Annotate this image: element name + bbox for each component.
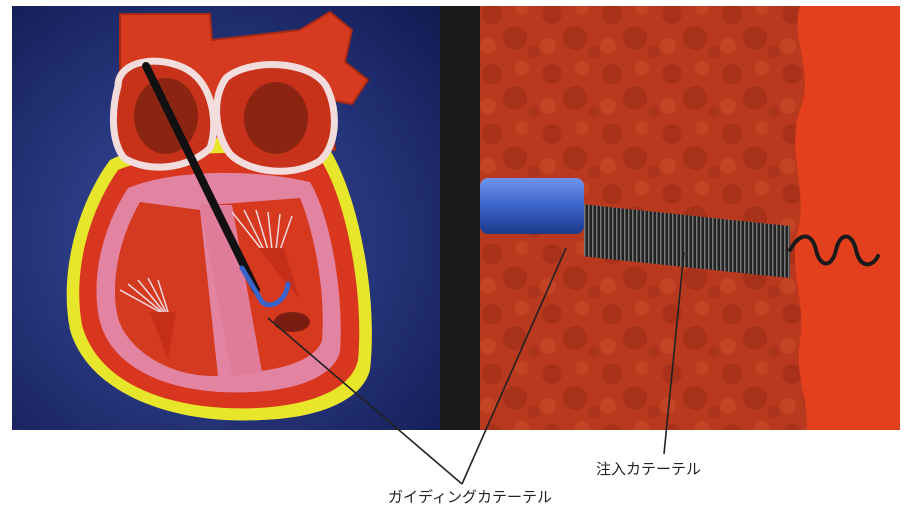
panel-divider (440, 6, 480, 430)
label-guiding-catheter: ガイディングカテーテル (388, 488, 552, 506)
catheter-sleeve (480, 178, 584, 234)
heart-panel (12, 6, 440, 430)
epicardial-surface (795, 6, 900, 430)
tissue-panel (480, 6, 900, 430)
left-atrium-chamber (134, 78, 198, 154)
right-atrium-chamber (244, 82, 308, 154)
apex-shadow (274, 312, 310, 332)
label-injection-catheter: 注入カテーテル (596, 460, 701, 478)
